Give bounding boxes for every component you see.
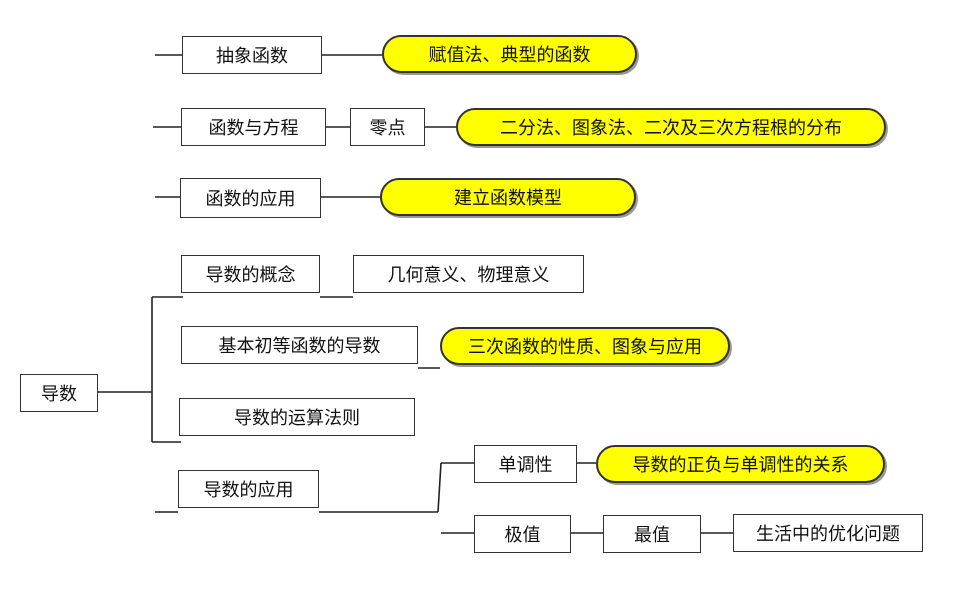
function-equation-box: 函数与方程 xyxy=(181,108,326,146)
zero-point-box: 零点 xyxy=(350,108,425,146)
derivative-application-box: 导数的应用 xyxy=(178,470,319,508)
derivative-concept-box: 导数的概念 xyxy=(181,255,320,293)
elementary-derivatives-box: 基本初等函数的导数 xyxy=(181,326,418,364)
assignment-methods-pill: 赋值法、典型的函数 xyxy=(382,35,637,73)
bisection-methods-pill: 二分法、图象法、二次及三次方程根的分布 xyxy=(456,108,886,146)
abstract-function-box: 抽象函数 xyxy=(182,36,322,74)
build-model-pill: 建立函数模型 xyxy=(380,178,636,216)
sign-monotonicity-relation-pill: 导数的正负与单调性的关系 xyxy=(596,445,885,483)
extremum-box: 极值 xyxy=(474,515,571,553)
derivative-box: 导数 xyxy=(20,374,98,412)
geometric-physical-meaning-box: 几何意义、物理意义 xyxy=(353,255,584,293)
cubic-function-properties-pill: 三次函数的性质、图象与应用 xyxy=(440,327,730,365)
maximum-box: 最值 xyxy=(603,515,701,553)
life-optimization-box: 生活中的优化问题 xyxy=(733,514,923,552)
function-application-box: 函数的应用 xyxy=(180,178,321,218)
derivative-rules-box: 导数的运算法则 xyxy=(179,398,415,436)
monotonicity-box: 单调性 xyxy=(474,445,577,483)
